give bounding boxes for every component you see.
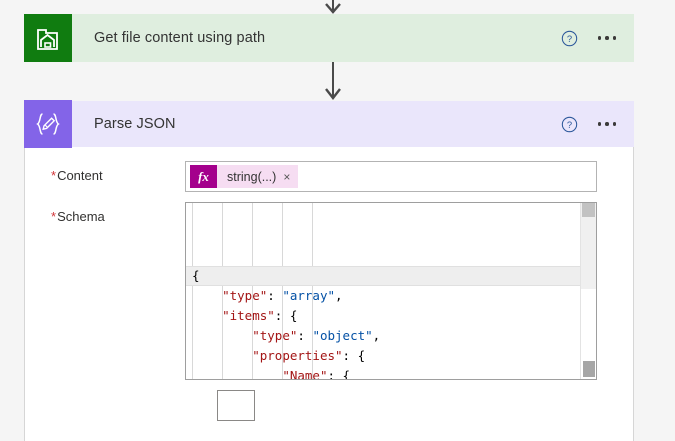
close-icon[interactable]: × <box>283 169 291 184</box>
content-field-label: *Content <box>39 161 185 183</box>
schema-json-editor[interactable]: { "type": "array", "items": { "type": "o… <box>185 202 597 380</box>
schema-actions-row <box>39 390 617 421</box>
svg-text:?: ? <box>566 33 571 44</box>
code-line: "items": { <box>222 308 298 323</box>
card-header-actions: ? <box>561 30 635 47</box>
fx-icon: fx <box>190 165 217 188</box>
schema-code-area[interactable]: { "type": "array", "items": { "type": "o… <box>186 203 580 379</box>
action-card-get-file-content[interactable]: Get file content using path ? <box>24 14 634 62</box>
editor-scrollbar[interactable] <box>580 203 596 379</box>
schema-label-text: Schema <box>57 209 105 224</box>
connector-arrow-top <box>318 0 348 16</box>
token-text: string(...) <box>227 169 277 184</box>
parse-json-body: *Content fx string(...) × *Schema <box>25 147 633 441</box>
dynamic-content-token[interactable]: fx string(...) × <box>190 165 299 188</box>
action-card-parse-json: Parse JSON ? *Content fx string(...) <box>24 100 635 441</box>
sharepoint-folder-icon <box>24 14 72 62</box>
generate-from-sample-button[interactable] <box>217 390 255 421</box>
card-header-actions: ? <box>561 116 635 133</box>
content-input[interactable]: fx string(...) × <box>185 161 597 192</box>
action-title-parse-json: Parse JSON <box>94 116 176 132</box>
svg-text:?: ? <box>566 119 571 130</box>
down-arrow-icon <box>325 0 341 14</box>
token-body: string(...) × <box>217 165 299 188</box>
ellipsis-icon[interactable] <box>596 118 619 130</box>
code-line: "properties": { <box>252 348 366 363</box>
help-circle-icon[interactable]: ? <box>561 116 578 133</box>
code-line: "type": "object", <box>252 328 381 343</box>
scroll-thumb-bottom[interactable] <box>583 361 595 377</box>
field-row-content: *Content fx string(...) × <box>39 161 617 192</box>
connector-arrow-between <box>318 62 348 102</box>
content-label-text: Content <box>57 168 103 183</box>
code-line: "Name": { <box>282 368 351 379</box>
down-arrow-icon <box>325 62 341 100</box>
code-line: { <box>186 266 580 286</box>
braces-pencil-icon <box>24 100 72 148</box>
help-circle-icon[interactable]: ? <box>561 30 578 47</box>
action-title-get-file-content: Get file content using path <box>94 30 266 46</box>
ellipsis-icon[interactable] <box>596 32 619 44</box>
field-row-schema: *Schema { "type": "array", "items": { "t… <box>39 202 617 380</box>
required-asterisk: * <box>51 168 57 183</box>
parse-json-header[interactable]: Parse JSON ? <box>24 100 635 148</box>
required-asterisk: * <box>51 209 57 224</box>
schema-field-label: *Schema <box>39 202 185 224</box>
scroll-thumb[interactable] <box>582 203 595 217</box>
code-line: "type": "array", <box>222 288 343 303</box>
